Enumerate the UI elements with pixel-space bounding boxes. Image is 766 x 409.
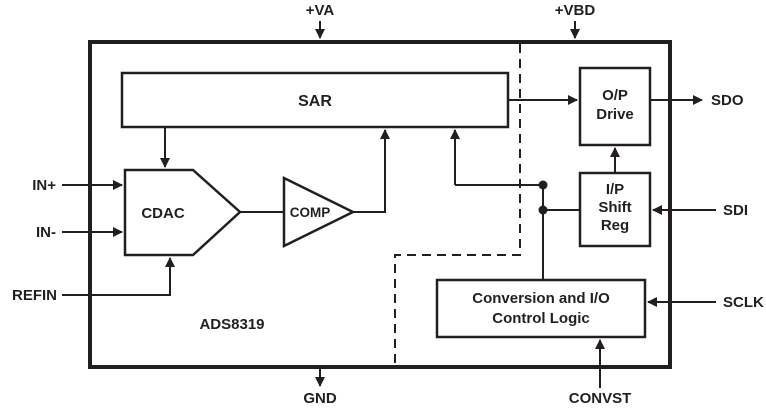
pin-label-refin: REFIN (12, 287, 57, 304)
pin-label-sdo: SDO (711, 92, 744, 109)
ip-shift-reg-label-line2: Shift (598, 199, 631, 216)
ip-shift-reg-label-line1: I/P (606, 181, 624, 198)
pin-label-convst: CONVST (569, 390, 632, 407)
control-logic-label-line2: Control Logic (492, 310, 590, 327)
pin-label-sclk: SCLK (723, 294, 764, 311)
pin-label-sdi: SDI (723, 202, 748, 219)
part-number-label: ADS8319 (199, 316, 264, 333)
sar-block-label: SAR (298, 93, 332, 110)
control-logic-block (435, 278, 647, 339)
ip-shift-reg-block (578, 171, 652, 248)
junction-dot-upper (538, 180, 548, 190)
ip-shift-reg-label-line3: Reg (601, 217, 629, 234)
op-drive-block (578, 66, 652, 147)
pin-label-gnd: GND (303, 390, 337, 407)
op-drive-label-line1: O/P (602, 87, 628, 104)
chip-boundary (88, 40, 672, 369)
op-drive-label-line2: Drive (596, 106, 634, 123)
control-logic-label-line1: Conversion and I/O (472, 290, 610, 307)
cdac-block-label: CDAC (141, 205, 184, 222)
wire-refin-to-cdac (62, 257, 175, 296)
wire-comp-to-sar (353, 129, 390, 213)
pin-label-in-plus: IN+ (32, 177, 56, 194)
pin-label-in-minus: IN- (36, 224, 56, 241)
pin-label-vbd: +VBD (555, 2, 596, 19)
pin-label-va: +VA (306, 2, 335, 19)
cdac-block (123, 168, 242, 257)
junction-dot-lower (538, 205, 548, 215)
analog-digital-boundary-dashed-line (394, 44, 521, 365)
comp-block-label: COMP (290, 205, 331, 220)
comp-block (282, 175, 356, 249)
sar-block (120, 71, 510, 129)
